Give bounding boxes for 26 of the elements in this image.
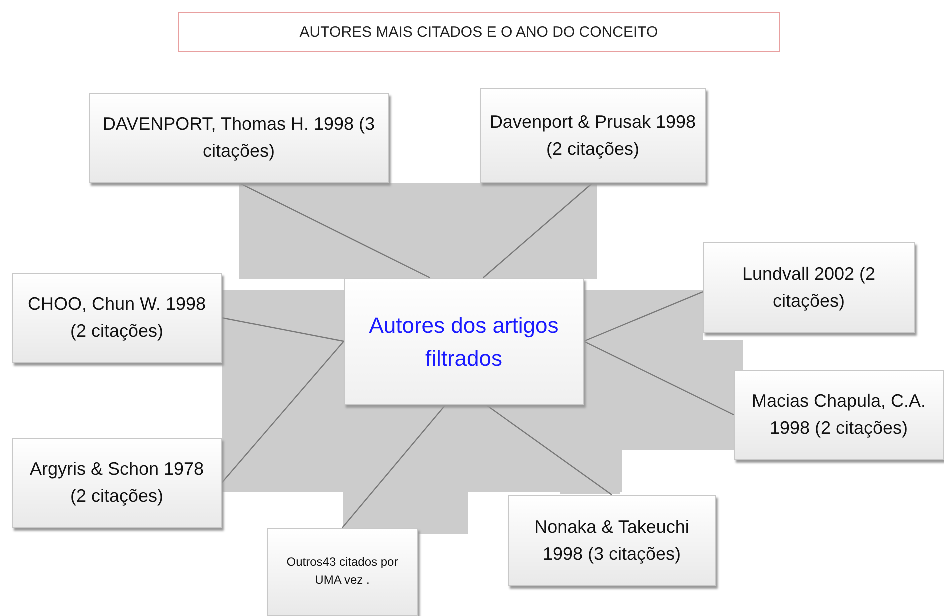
- title: AUTORES MAIS CITADOS E O ANO DO CONCEITO: [178, 12, 780, 52]
- connector-line: [222, 341, 344, 484]
- connector-line: [342, 404, 446, 528]
- author-label: Outros43 citados por UMA vez .: [286, 554, 400, 589]
- author-box: [508, 495, 716, 586]
- author-box: [12, 438, 222, 528]
- central-label: Autores dos artigos filtrados: [368, 312, 560, 372]
- connector-line: [222, 317, 344, 342]
- connector-line: [584, 292, 704, 342]
- connector-line: [238, 182, 431, 279]
- author-box: [267, 528, 418, 616]
- author-label: Nonaka & Takeuchi 1998 (3 citações): [534, 516, 690, 566]
- author-label: DAVENPORT, Thomas H. 1998 (3 citações): [102, 113, 376, 163]
- author-box: [734, 370, 944, 460]
- central-box: [344, 278, 584, 405]
- author-label: Lundvall 2002 (2 citações): [741, 262, 877, 313]
- author-box: [89, 93, 389, 183]
- author-box: [703, 242, 915, 333]
- author-label: CHOO, Chun W. 1998 (2 citações): [26, 293, 208, 343]
- connector-line: [486, 404, 612, 496]
- connector-line: [584, 340, 734, 416]
- author-label: Argyris & Schon 1978 (2 citações): [28, 458, 206, 508]
- author-box: [12, 273, 222, 363]
- author-label: Davenport & Prusak 1998 (2 citações): [489, 110, 697, 161]
- author-label: Macias Chapula, C.A. 1998 (2 citações): [750, 390, 928, 440]
- author-box: [480, 88, 706, 183]
